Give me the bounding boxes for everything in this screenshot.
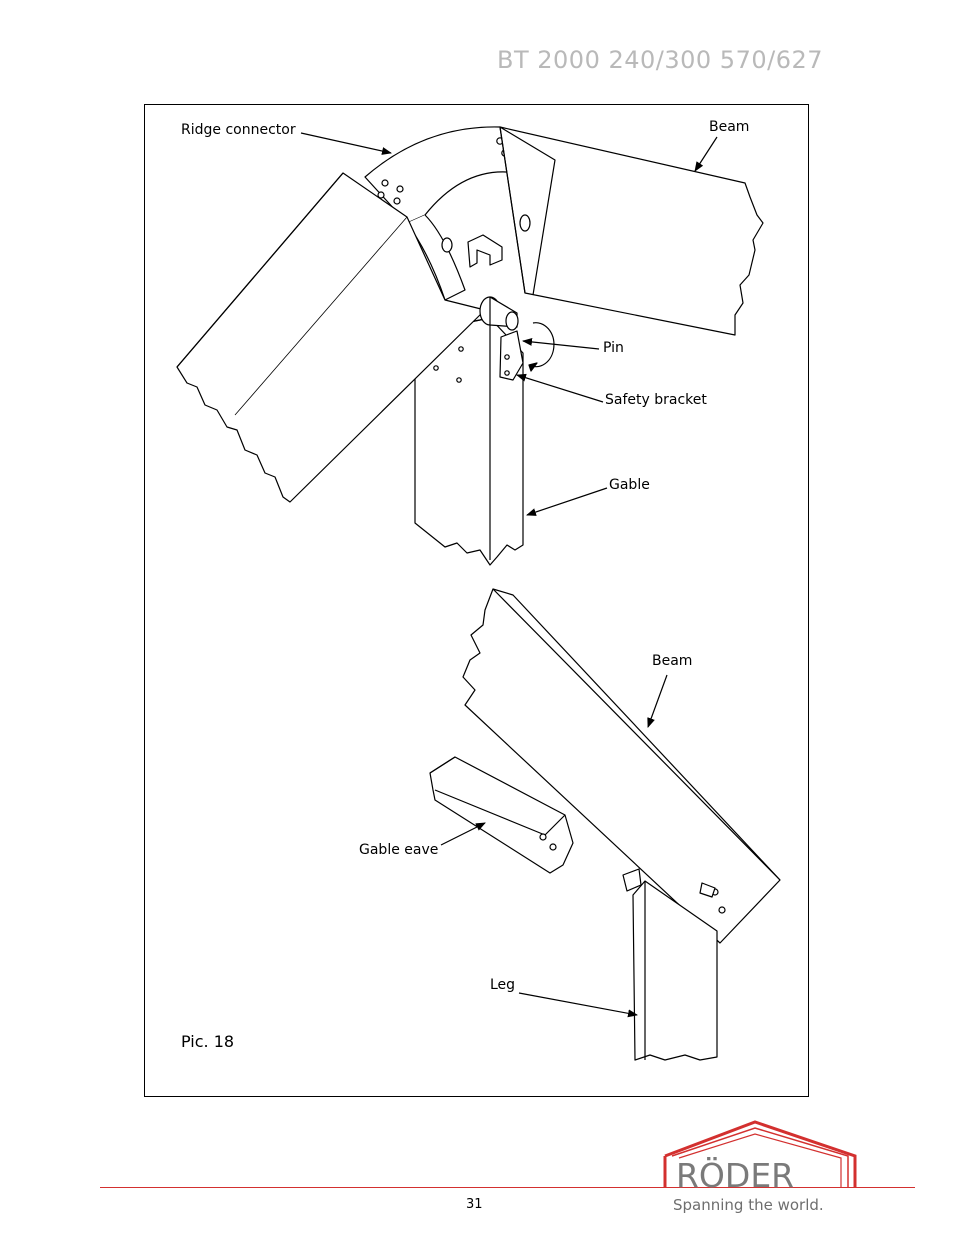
- label-leg: Leg: [490, 977, 516, 993]
- safety-bracket: [499, 330, 524, 381]
- figure-caption: Pic. 18: [181, 1032, 235, 1051]
- label-gable-eave: Gable eave: [359, 842, 439, 858]
- gable-eave: [429, 756, 574, 874]
- lower-beam: [462, 588, 781, 944]
- page-number: 31: [466, 1197, 483, 1212]
- gable-post: [414, 317, 524, 566]
- leg: [632, 880, 718, 1061]
- label-gable: Gable: [609, 477, 650, 493]
- logo-tagline: Spanning the world.: [673, 1196, 824, 1214]
- figure-frame: Ridge connector Beam Pin Safety bracket …: [144, 104, 809, 1097]
- assembly-drawing: [176, 126, 781, 1061]
- document-title: BT 2000 240/300 570/627: [497, 46, 823, 74]
- roof-outline-icon: [663, 1120, 857, 1188]
- footer-rule: [100, 1187, 915, 1188]
- left-beam: [176, 172, 486, 503]
- logo-wordmark: RÖDER: [676, 1156, 795, 1195]
- right-beam: [499, 126, 764, 336]
- label-beam-bottom: Beam: [652, 653, 693, 669]
- label-pin: Pin: [603, 340, 624, 356]
- label-beam-top: Beam: [709, 119, 750, 135]
- label-safety-bracket: Safety bracket: [605, 392, 707, 408]
- label-ridge-connector: Ridge connector: [181, 122, 296, 138]
- roder-logo: RÖDER Spanning the world.: [660, 1118, 860, 1218]
